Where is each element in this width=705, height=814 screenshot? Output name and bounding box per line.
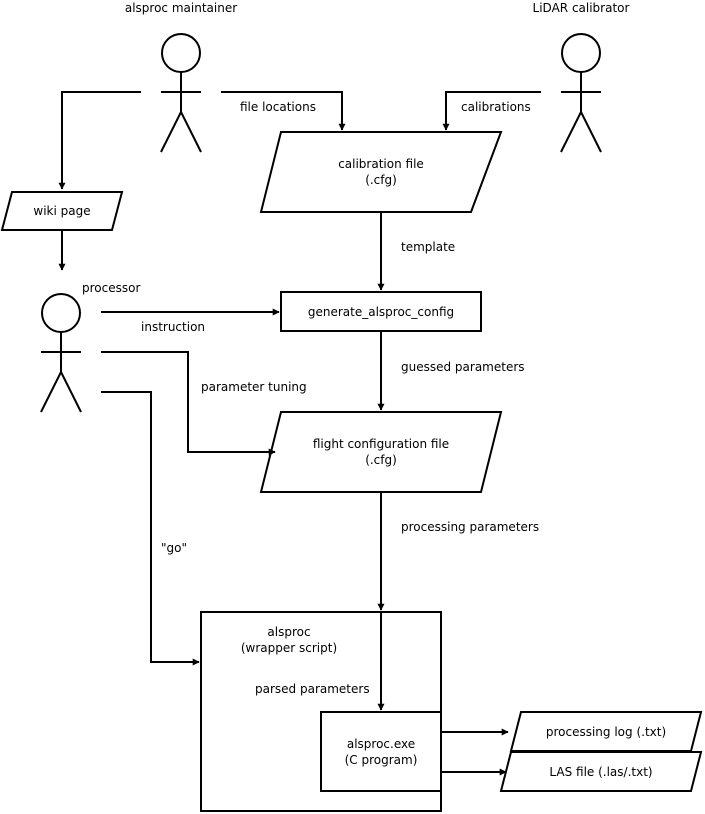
actor-lidar-calibrator: LiDAR calibrator [533,1,630,153]
edge-file-locations-label: file locations [240,100,316,114]
las-file-label: LAS file (.las/.txt) [549,765,652,779]
alsproc-wrapper-sub: (wrapper script) [241,641,337,655]
alsproc-exe-node: alsproc.exe (C program) [320,711,442,792]
alsproc-wrapper-label: alsproc [267,625,310,639]
calibration-file-label: calibration file [338,157,424,171]
edge-template-label: template [401,240,455,254]
calibration-file-ext: (.cfg) [365,173,397,187]
edge-processing-parameters-label: processing parameters [401,520,539,534]
calibrator-head [561,33,601,73]
actor-processor-label: processor [82,281,140,295]
calibrator-leg-right [580,111,602,153]
edge-go-label: "go" [161,541,187,555]
flight-config-label: flight configuration file [313,437,449,451]
maintainer-head [161,33,201,73]
flight-config-file-node: flight configuration file (.cfg) [259,411,503,493]
maintainer-leg-left [160,111,182,153]
maintainer-leg-right [180,111,202,153]
actor-calibrator-label: LiDAR calibrator [533,1,630,15]
edge-calibrations-label: calibrations [461,100,531,114]
actor-alsproc-maintainer: alsproc maintainer [125,1,237,153]
flight-config-shape [259,411,503,493]
wiki-page-node: wiki page [0,191,124,231]
generate-config-box [280,291,482,332]
edge-file-locations [221,91,346,131]
processing-log-label: processing log (.txt) [546,725,666,739]
processor-leg-left [40,371,62,413]
edge-go [101,391,200,666]
calibration-file-shape [259,131,503,213]
alsproc-exe-box [320,711,442,792]
actor-processor: processor [40,281,140,413]
edge-calibrations [442,91,541,131]
wiki-page-shape [0,191,124,231]
edge-maintainer-to-wiki [58,91,141,190]
edge-parameter-tuning-label: parameter tuning [201,380,307,394]
calibrator-leg-left [560,111,582,153]
generate-config-node: generate_alsproc_config [280,291,482,332]
calibration-file-node: calibration file (.cfg) [259,131,503,213]
processor-leg-right [60,371,82,413]
alsproc-exe-sub: (C program) [345,753,418,767]
actor-maintainer-label: alsproc maintainer [125,1,237,15]
flight-config-ext: (.cfg) [365,453,397,467]
las-file-node: LAS file (.las/.txt) [499,751,703,792]
edge-parameter-tuning [101,351,276,456]
wiki-page-label: wiki page [33,204,90,218]
alsproc-exe-label: alsproc.exe [347,737,415,751]
generate-config-label: generate_alsproc_config [308,305,454,319]
edge-instruction-label: instruction [141,320,205,334]
edge-guessed-parameters-label: guessed parameters [401,360,525,374]
las-file-shape [499,751,703,792]
processor-head [41,293,81,333]
edge-parsed-parameters-label: parsed parameters [255,682,370,696]
processing-log-node: processing log (.txt) [509,711,703,752]
